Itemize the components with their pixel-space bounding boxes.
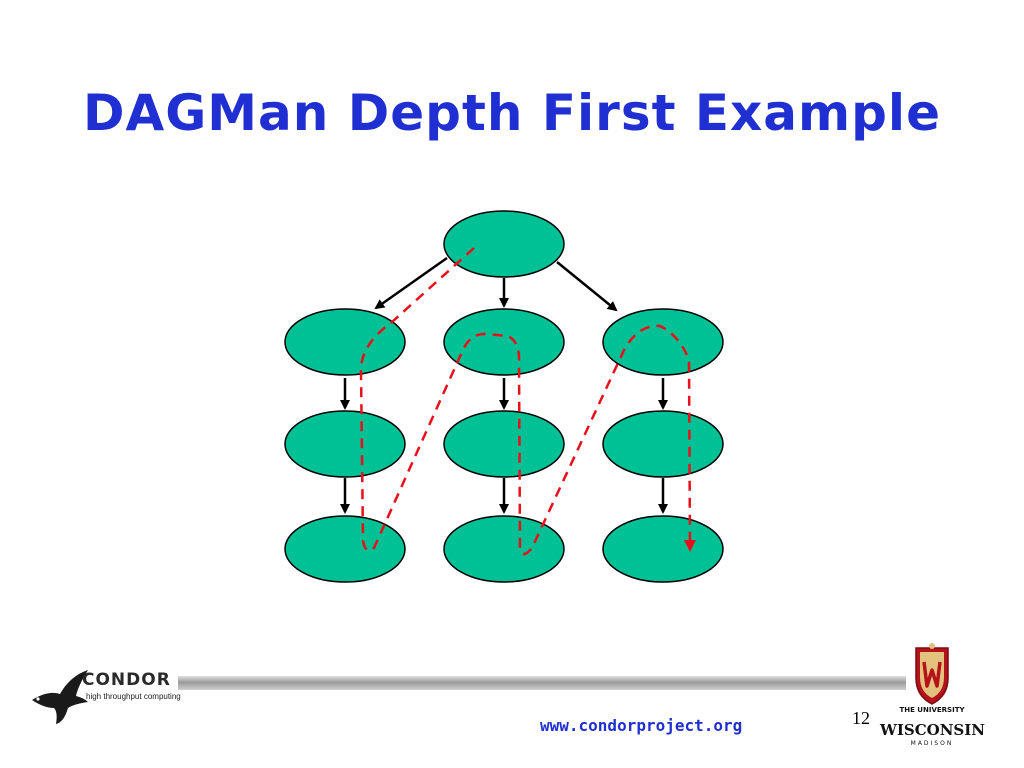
node-c3: [602, 515, 724, 583]
node-c1: [602, 308, 724, 376]
edge-root-a1: [374, 256, 448, 310]
node-root: [443, 210, 565, 278]
footer-url-link[interactable]: www.condorproject.org: [540, 716, 743, 735]
slide-title: DAGMan Depth First Example: [83, 84, 941, 142]
node-c2: [602, 410, 724, 478]
dag-nodes: [284, 210, 724, 583]
depth-first-traversal-path: [359, 247, 696, 556]
node-a2: [284, 410, 406, 478]
uw-line-madison: MADISON: [910, 740, 954, 747]
uw-crest-icon: [915, 643, 949, 705]
condor-logo: CONDOR high throughput computing: [30, 668, 190, 726]
condor-tagline: high throughput computing: [86, 692, 181, 701]
edge-root-c1: [556, 261, 618, 312]
condor-wordmark: CONDOR: [82, 670, 171, 690]
uw-line-wisconsin: WISCONSIN: [880, 721, 985, 739]
uw-line-university: THE UNIVERSITY: [899, 706, 965, 714]
node-b2: [443, 410, 565, 478]
node-a1: [284, 308, 406, 376]
footer-divider-bar: [178, 676, 906, 690]
uw-madison-logo: THE UNIVERSITY WISCONSIN MADISON: [880, 642, 992, 754]
condor-bird-icon: [32, 670, 88, 724]
node-a3: [284, 515, 406, 583]
dag-edges: [340, 256, 668, 514]
node-b1: [443, 308, 565, 376]
page-number: 12: [852, 708, 870, 728]
node-b3: [443, 515, 565, 583]
